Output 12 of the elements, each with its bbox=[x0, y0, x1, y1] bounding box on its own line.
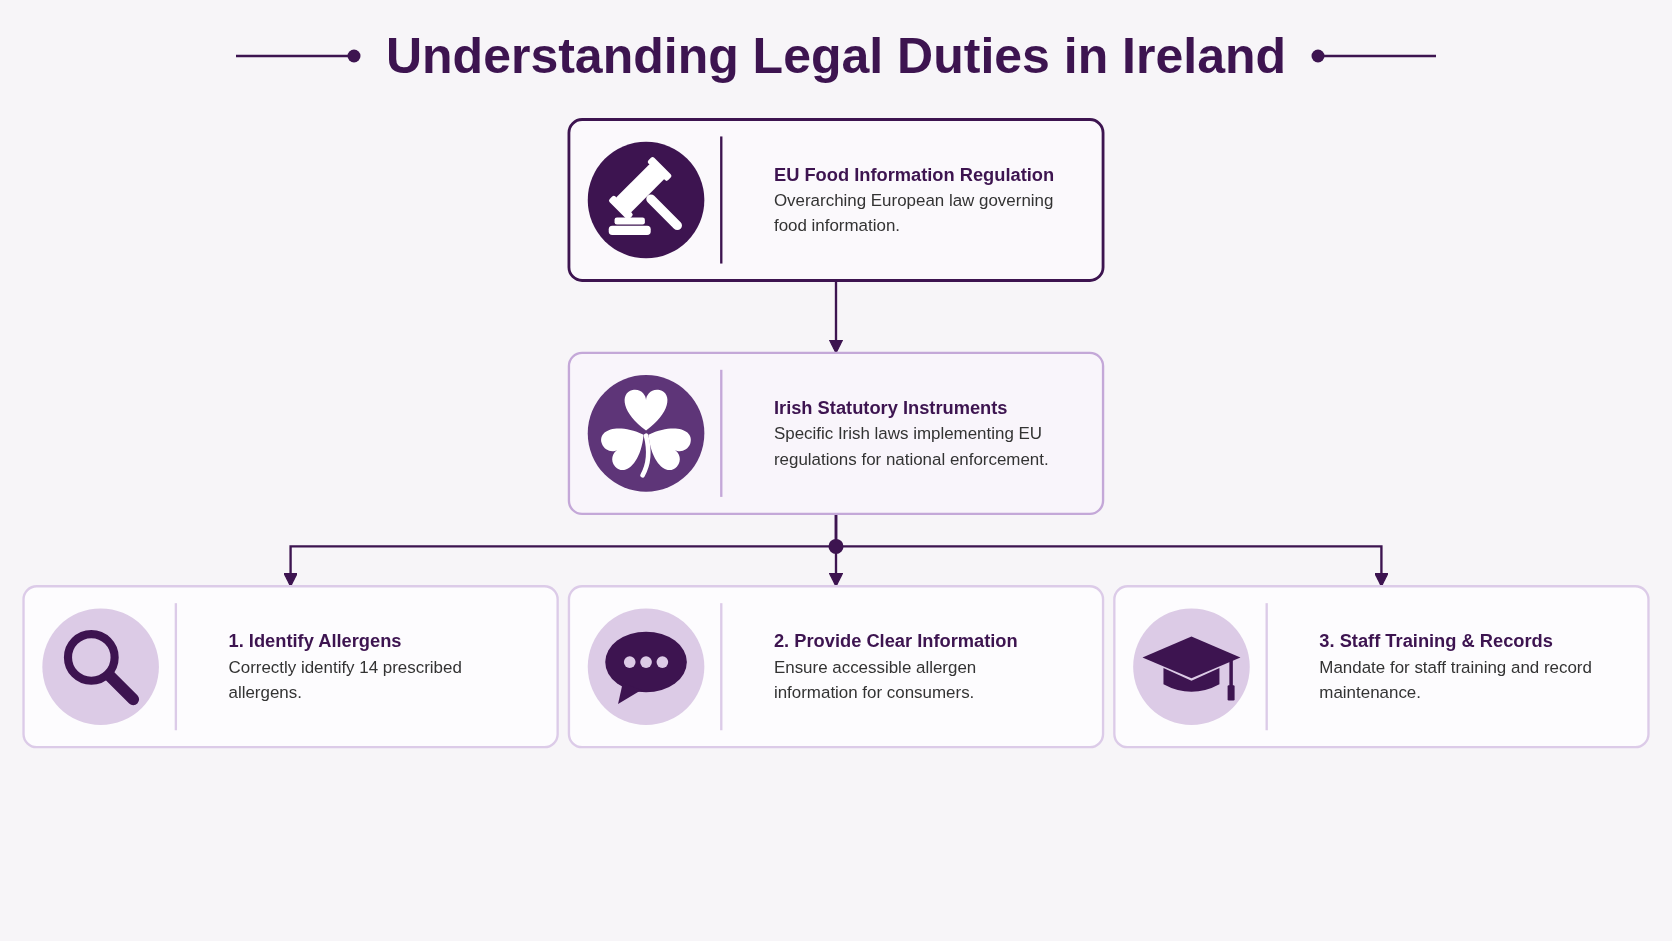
node-label: EU Food Information Regulation bbox=[773, 163, 1055, 185]
node-label: Overarching European law governing food information. bbox=[773, 191, 1054, 236]
node-label: Mandate for staff training and record maintenance. bbox=[1319, 657, 1592, 703]
title: Understanding Legal Duties in Ireland bbox=[385, 28, 1287, 84]
node-label: Specific Irish laws implementing EU regulations for national enforcement. bbox=[773, 424, 1049, 469]
arrow bbox=[834, 513, 1389, 587]
node-label: Correctly identify 14 prescribed allergens. bbox=[228, 657, 462, 703]
node-label: 3. Staff Training & Records bbox=[1319, 630, 1553, 652]
node-label: Ensure accessible allergen information for consumers. bbox=[773, 657, 977, 703]
node-label: Irish Statutory Instruments bbox=[773, 397, 1008, 418]
node-label: 1. Identify Allergens bbox=[228, 630, 402, 652]
node-label: 2. Provide Clear Information bbox=[773, 630, 1018, 652]
